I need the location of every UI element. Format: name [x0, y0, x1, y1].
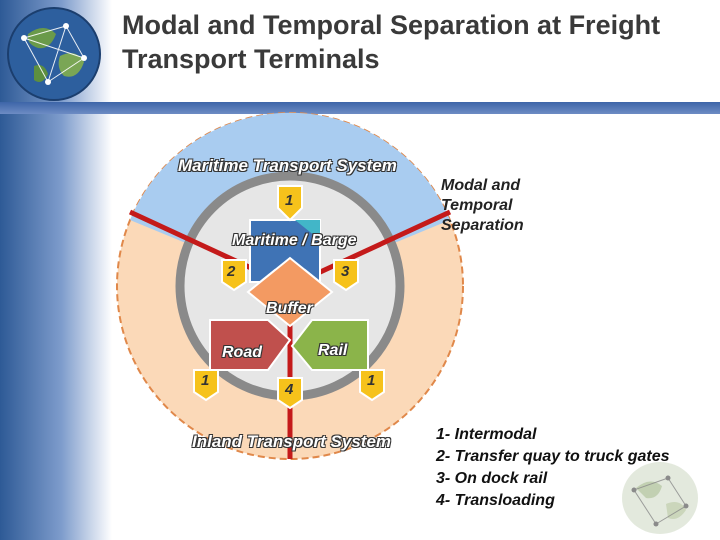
header-bar: [0, 102, 720, 114]
barge-accent: [295, 220, 320, 240]
legend-item: 2- Transfer quay to truck gates: [436, 448, 670, 465]
legend-item: 1- Intermodal: [436, 426, 537, 443]
rail-label: Rail: [318, 342, 348, 359]
marker-left-2-label: 2: [227, 263, 236, 280]
marker-right-3: [333, 259, 359, 292]
marker-right-3-label: 3: [341, 263, 350, 280]
buffer-label: Buffer: [266, 300, 313, 317]
globe-icon: [7, 7, 101, 101]
marker-right-1-label: 1: [367, 372, 376, 389]
legend: 1- Intermodal 2- Transfer quay to truck …: [436, 424, 670, 512]
marker-left-2: [221, 259, 247, 292]
road-box: [209, 319, 292, 371]
marker-top-1: [277, 185, 303, 222]
marker-bottom-4: [277, 377, 303, 410]
marker-left-1: [193, 369, 219, 402]
legend-item: 4- Transloading: [436, 492, 555, 509]
legend-item: 3- On dock rail: [436, 470, 548, 487]
header-banner: [0, 0, 720, 114]
marker-top-1-label: 1: [285, 192, 294, 209]
separation-label: Modal and Temporal Separation: [441, 177, 524, 234]
marker-right-1: [359, 369, 385, 402]
inland-system-label: Inland Transport System: [192, 432, 392, 451]
marker-left-1-label: 1: [201, 372, 210, 389]
road-label: Road: [222, 344, 262, 361]
buffer-box: [246, 256, 334, 328]
maritime-system-label: Maritime Transport System: [178, 156, 397, 175]
marker-bottom-4-label: 4: [285, 381, 294, 398]
rail-box: [290, 319, 369, 371]
page-title: Modal and Temporal Separation at Freight…: [122, 10, 661, 74]
maritime-barge-label: Maritime / Barge: [232, 232, 357, 249]
globe-icon: [622, 462, 698, 534]
